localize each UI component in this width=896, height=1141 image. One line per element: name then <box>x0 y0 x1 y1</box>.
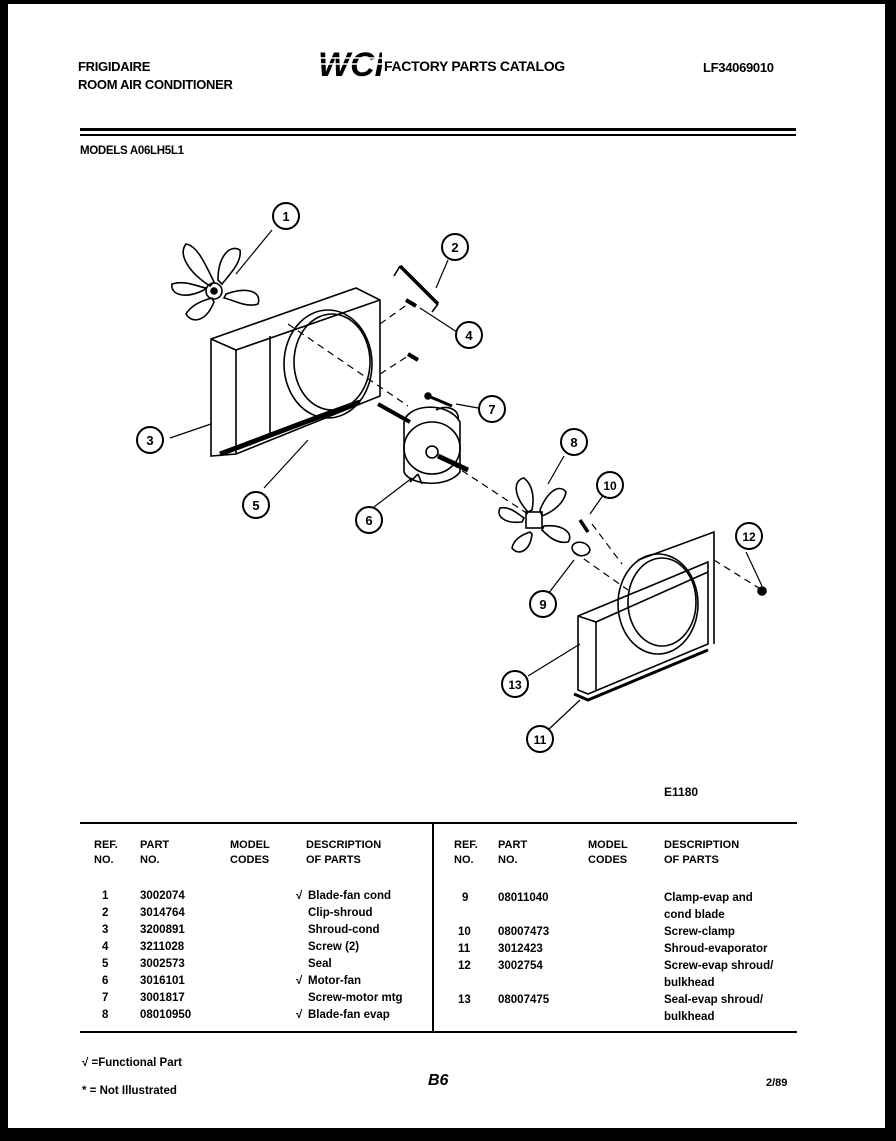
product-name: ROOM AIR CONDITIONER <box>78 77 233 92</box>
header-part-no: PART NO. <box>140 839 170 866</box>
svg-text:9: 9 <box>539 597 546 612</box>
header-description-right: DESCRIPTION OF PARTS <box>664 839 740 866</box>
header-ref-no-right: REF. NO. <box>454 839 478 866</box>
svg-text:1: 1 <box>282 209 289 224</box>
svg-text:12: 12 <box>742 530 756 544</box>
table-cell-part: 08007475 <box>498 994 550 1006</box>
svg-text:10: 10 <box>603 479 617 493</box>
table-cell-part: 08011040 <box>498 892 549 904</box>
table-row: 7 3001817 Screw-motor mtg <box>102 992 403 1004</box>
evaporator-shroud-icon <box>573 530 715 702</box>
models-label: MODELS A06LH5L1 <box>80 145 184 157</box>
motor-screw-icon <box>424 392 453 408</box>
table-cell-part: 3002754 <box>498 960 543 972</box>
svg-text:4: 4 <box>465 328 473 343</box>
table-cell-ref: 10 <box>458 926 471 938</box>
callout-13: 13 <box>501 670 529 698</box>
shroud-clip-icon <box>393 264 440 313</box>
header-part-no-right: PART NO. <box>498 839 528 866</box>
header-rule-thin <box>80 134 796 136</box>
clamp-screw-icon <box>578 519 590 533</box>
table-row: 3 3200891 Shroud-cond <box>102 924 380 936</box>
column-divider <box>432 824 434 1031</box>
evap-shroud-screw-icon <box>757 586 767 596</box>
table-cell-desc: Screw-evap shroud/ bulkhead <box>664 960 774 989</box>
parts-catalog-page: FRIGIDAIRE ROOM AIR CONDITIONER WCI FACT… <box>8 4 885 1128</box>
callout-10: 10 <box>596 471 624 499</box>
evaporator-fan-blade-icon <box>498 477 571 553</box>
table-row: 5 3002573 Seal <box>102 958 332 970</box>
callout-8: 8 <box>560 428 588 456</box>
page-number: B6 <box>428 1072 449 1089</box>
header-model-codes: MODEL CODES <box>230 839 270 866</box>
callout-1: 1 <box>272 202 300 230</box>
header-model-codes-right: MODEL CODES <box>588 839 628 866</box>
header-rule-thick <box>80 128 796 131</box>
callout-12: 12 <box>735 522 763 550</box>
legend-functional-part: √ =Functional Part <box>82 1057 182 1069</box>
svg-text:8: 8 <box>570 435 577 450</box>
table-row: 8 08010950 √ Blade-fan evap <box>102 1009 390 1021</box>
table-cell-ref: 13 <box>458 994 471 1006</box>
table-cell-desc: Clamp-evap and cond blade <box>664 892 753 921</box>
callout-2: 2 <box>441 233 469 261</box>
table-cell-desc: Screw-clamp <box>664 926 735 938</box>
svg-text:3: 3 <box>146 433 153 448</box>
brand-name: FRIGIDAIRE <box>78 59 151 74</box>
callout-7: 7 <box>478 395 506 423</box>
exploded-parts-diagram: 1 2 3 4 5 6 7 8 9 10 11 12 13 <box>136 202 767 753</box>
brand-block: FRIGIDAIRE ROOM AIR CONDITIONER <box>78 58 233 94</box>
header-ref-no: REF. NO. <box>94 839 118 866</box>
callout-9: 9 <box>529 590 557 618</box>
table-cell-ref: 12 <box>458 960 471 972</box>
svg-text:6: 6 <box>365 513 372 528</box>
table-cell-ref: 11 <box>458 943 471 955</box>
wci-logo-icon: WCI <box>316 46 382 82</box>
shroud-screws-icon <box>404 298 420 362</box>
table-row: 2 3014764 Clip-shroud <box>102 907 373 919</box>
date-code: 2/89 <box>766 1077 788 1089</box>
blade-clamp-icon <box>571 541 591 557</box>
table-cell-ref: 9 <box>462 892 469 904</box>
legend-not-illustrated: * = Not Illustrated <box>82 1085 177 1097</box>
table-cell-desc: Seal-evap shroud/ bulkhead <box>664 994 764 1023</box>
table-row: 6 3016101 √ Motor-fan <box>102 975 362 987</box>
table-cell-part: 3012423 <box>498 943 543 955</box>
callout-4: 4 <box>455 321 483 349</box>
svg-text:5: 5 <box>252 498 259 513</box>
table-row: 1 3002074 √ Blade-fan cond <box>102 890 392 902</box>
callout-11: 11 <box>526 725 554 753</box>
svg-text:11: 11 <box>534 733 547 747</box>
diagram-code: E1180 <box>664 785 699 799</box>
legend: √ =Functional Part * = Not Illustrated <box>82 1049 182 1105</box>
callout-3: 3 <box>136 426 164 454</box>
table-cell-desc: Shroud-evaporator <box>664 943 768 955</box>
condenser-shroud-icon <box>210 287 381 457</box>
callout-6: 6 <box>355 506 383 534</box>
catalog-title: FACTORY PARTS CATALOG <box>384 58 565 74</box>
callout-5: 5 <box>242 491 270 519</box>
parts-table: REF. NO. PART NO. MODEL CODES DESCRIPTIO… <box>80 822 797 1033</box>
header-description: DESCRIPTION OF PARTS <box>306 839 382 866</box>
svg-text:7: 7 <box>488 402 495 417</box>
catalog-number: LF34069010 <box>703 60 774 75</box>
table-cell-part: 08007473 <box>498 926 550 938</box>
table-row: 4 3211028 Screw (2) <box>102 941 360 953</box>
svg-text:13: 13 <box>508 678 522 692</box>
condenser-fan-blade-icon <box>171 243 260 321</box>
fan-motor-icon <box>377 402 470 485</box>
svg-text:2: 2 <box>451 240 458 255</box>
